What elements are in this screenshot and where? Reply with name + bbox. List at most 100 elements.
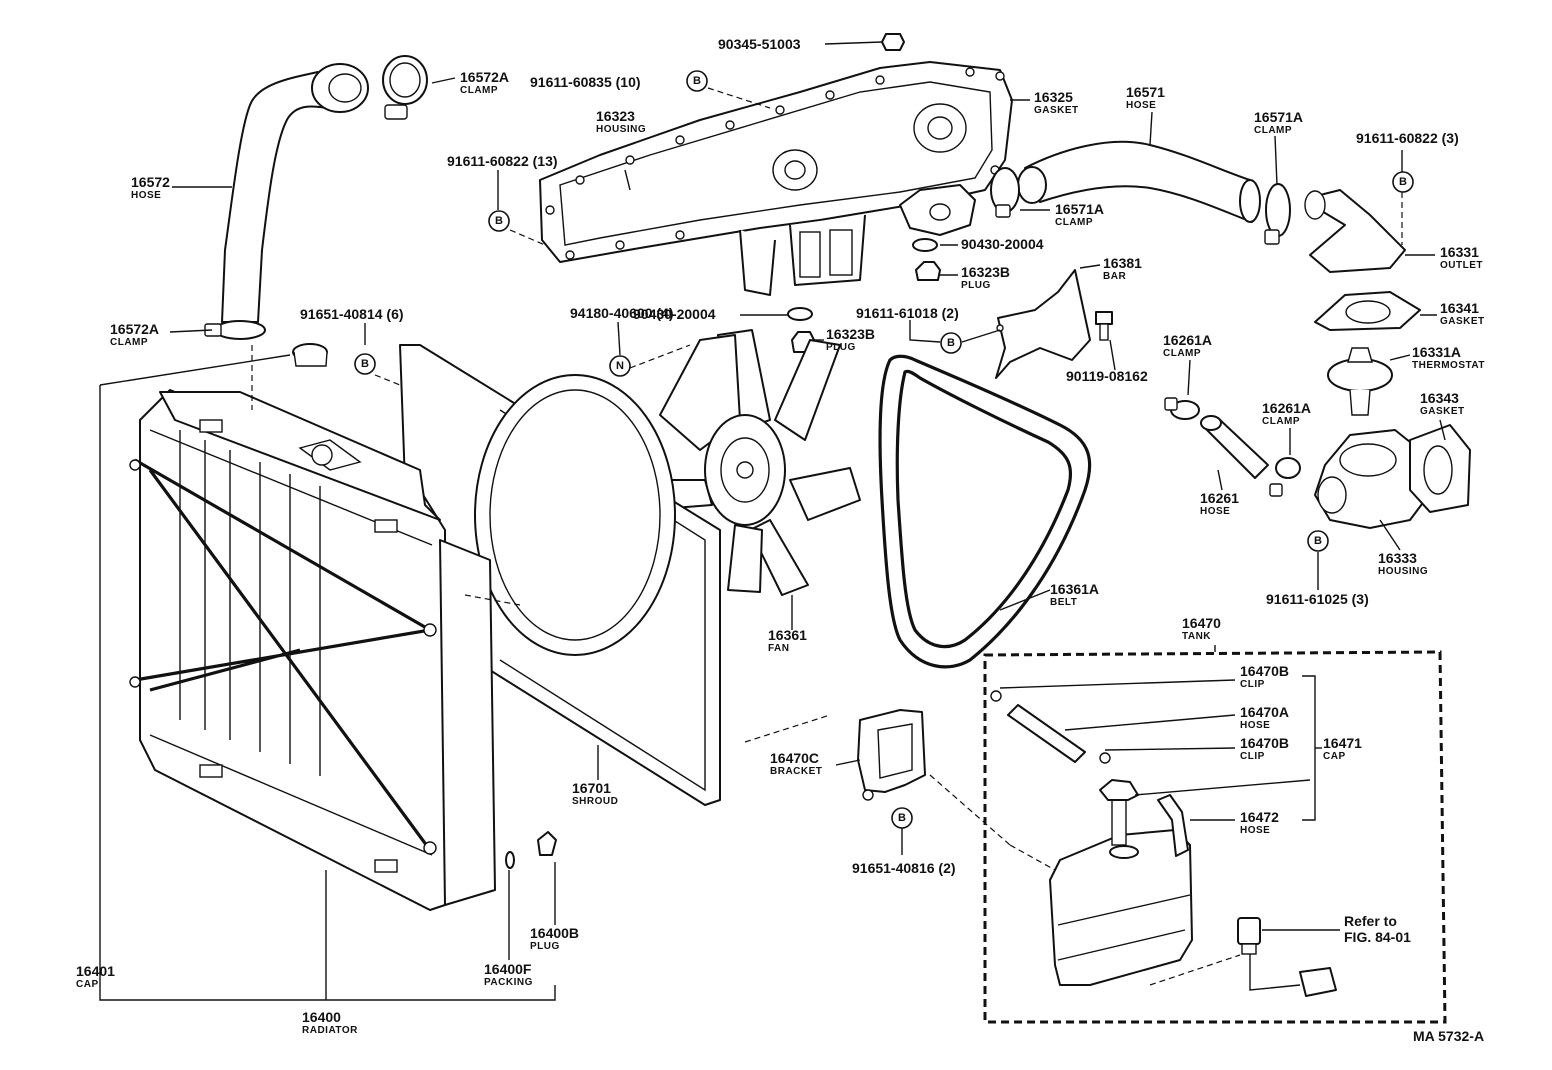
svg-text:91611-60835 (10): 91611-60835 (10) <box>530 74 641 90</box>
drain-plug-16400B-drawing <box>537 831 557 856</box>
callout-91611-60822-13: 91611-60822 (13) <box>447 153 558 169</box>
callout-16261A-clamp-b: 16261A CLAMP <box>1262 400 1311 427</box>
svg-text:FIG. 84-01: FIG. 84-01 <box>1344 929 1411 945</box>
callout-91611-60822-3: 91611-60822 (3) <box>1356 130 1459 146</box>
water-outlet-housing-drawing <box>539 61 1013 296</box>
bolt-marker-b: B <box>686 70 708 92</box>
svg-text:CAP: CAP <box>76 979 99 990</box>
svg-text:BELT: BELT <box>1050 597 1077 608</box>
svg-text:TANK: TANK <box>1182 631 1211 642</box>
callout-16571A-clamp-top: 16571A CLAMP <box>1254 109 1303 136</box>
svg-text:16343: 16343 <box>1420 390 1459 406</box>
svg-text:PLUG: PLUG <box>961 280 991 291</box>
callout-16470C-bracket: 16470C BRACKET <box>770 750 822 777</box>
svg-text:16261A: 16261A <box>1163 332 1212 348</box>
reservoir-cap-16471-drawing <box>1099 779 1139 801</box>
svg-text:CLAMP: CLAMP <box>1055 217 1093 228</box>
tank-assembly-outline <box>983 650 1447 1024</box>
figure-code: MA 5732-A <box>1413 1028 1484 1044</box>
overflow-hose-16472-drawing <box>1157 794 1189 857</box>
washer-90430-low-drawing <box>787 307 813 321</box>
svg-text:B: B <box>1399 176 1407 188</box>
radiator-16400-drawing <box>129 389 496 911</box>
drain-plug-90345-drawing <box>881 33 905 51</box>
svg-text:90119-08162: 90119-08162 <box>1066 368 1148 384</box>
svg-text:CLAMP: CLAMP <box>460 85 498 96</box>
svg-text:91611-60822 (13): 91611-60822 (13) <box>447 153 558 169</box>
callout-16341-gasket: 16341 GASKET <box>1440 300 1484 327</box>
reference-note: Refer to FIG. 84-01 <box>1344 913 1411 945</box>
svg-text:CLAMP: CLAMP <box>1163 348 1201 359</box>
svg-text:16572: 16572 <box>131 174 170 190</box>
svg-text:HOUSING: HOUSING <box>596 124 646 135</box>
reservoir-bracket-16470C-drawing <box>857 709 926 801</box>
svg-text:16323B: 16323B <box>961 264 1010 280</box>
svg-text:16470C: 16470C <box>770 750 819 766</box>
housing-bolt-holes-drawing <box>545 67 1005 260</box>
housing-gasket-16343-drawing <box>1409 424 1471 513</box>
hose-clamp-16261A-a-drawing <box>1164 397 1200 420</box>
callout-16261-hose: 16261 HOSE <box>1200 490 1239 517</box>
svg-text:16572A: 16572A <box>110 321 159 337</box>
callout-16400F-packing: 16400F PACKING <box>484 961 533 988</box>
svg-text:16470B: 16470B <box>1240 663 1289 679</box>
hose-clamp-16261A-b-drawing <box>1269 457 1301 497</box>
callout-90430-20004-top: 90430-20004 <box>961 236 1044 252</box>
bolt-marker-b: B <box>891 807 913 829</box>
callout-90345-51003: 90345-51003 <box>718 36 801 52</box>
svg-text:16341: 16341 <box>1440 300 1479 316</box>
callout-16343-gasket: 16343 GASKET <box>1420 390 1464 417</box>
svg-text:B: B <box>1314 535 1322 547</box>
outlet-gasket-16341-drawing <box>1314 291 1421 331</box>
callout-16572A-clamp-low: 16572A CLAMP <box>110 321 159 348</box>
svg-text:CLAMP: CLAMP <box>110 337 148 348</box>
svg-text:PACKING: PACKING <box>484 977 533 988</box>
thermostat-housing-16333-drawing <box>1314 429 1426 529</box>
reservoir-tank-16470-drawing <box>1049 794 1193 986</box>
callout-16470B-clip-a: 16470B CLIP <box>1240 663 1289 690</box>
svg-text:PLUG: PLUG <box>826 342 856 353</box>
fan-bar-16381-drawing <box>995 269 1091 379</box>
hose-clamp-16571A-mid-drawing <box>990 167 1020 218</box>
callout-91611-61025: 91611-61025 (3) <box>1266 591 1369 607</box>
callout-16470A-hose: 16470A HOSE <box>1240 704 1289 731</box>
callout-16471-cap: 16471 CAP <box>1323 735 1362 762</box>
svg-text:BAR: BAR <box>1103 271 1126 282</box>
nut-marker-n: N <box>609 355 631 377</box>
svg-text:16361A: 16361A <box>1050 581 1099 597</box>
bolt-marker-b: B <box>1307 530 1329 552</box>
upper-hose-clamp-low-drawing <box>204 320 266 340</box>
svg-text:16400B: 16400B <box>530 925 579 941</box>
svg-text:90345-51003: 90345-51003 <box>718 36 801 52</box>
svg-text:91651-40814 (6): 91651-40814 (6) <box>300 306 404 322</box>
callout-16261A-clamp-a: 16261A CLAMP <box>1163 332 1212 359</box>
water-outlet-16331-drawing <box>1304 189 1406 273</box>
svg-text:91651-40816 (2): 91651-40816 (2) <box>852 860 956 876</box>
bypass-hose-16261-drawing <box>1200 415 1269 479</box>
svg-text:16400F: 16400F <box>484 961 532 977</box>
svg-text:16470B: 16470B <box>1240 735 1289 751</box>
callout-16571A-clamp-mid: 16571A CLAMP <box>1055 201 1104 228</box>
svg-text:HOUSING: HOUSING <box>1378 566 1428 577</box>
svg-text:THERMOSTAT: THERMOSTAT <box>1412 360 1485 371</box>
bolt-marker-b: B <box>940 332 962 354</box>
svg-text:16572A: 16572A <box>460 69 509 85</box>
callout-16400-radiator: 16400 RADIATOR <box>302 1009 358 1036</box>
svg-text:16261A: 16261A <box>1262 400 1311 416</box>
svg-text:16323B: 16323B <box>826 326 875 342</box>
bolt-marker-b: B <box>488 210 510 232</box>
svg-text:PLUG: PLUG <box>530 941 560 952</box>
svg-text:94180-40600 (4): 94180-40600 (4) <box>570 305 674 321</box>
callout-16323B-plug-low: 16323B PLUG <box>826 326 875 353</box>
svg-text:Refer to: Refer to <box>1344 913 1397 929</box>
svg-text:HOSE: HOSE <box>1200 506 1230 517</box>
callout-16333-housing: 16333 HOUSING <box>1378 550 1428 577</box>
bolt-marker-b: B <box>354 353 376 375</box>
svg-text:B: B <box>361 358 369 370</box>
radiator-cap-16401-drawing <box>292 343 328 367</box>
svg-text:16333: 16333 <box>1378 550 1417 566</box>
hose-clamp-16571A-top-drawing <box>1264 183 1291 245</box>
svg-text:B: B <box>898 812 906 824</box>
bolt-90119-drawing <box>1095 311 1113 341</box>
